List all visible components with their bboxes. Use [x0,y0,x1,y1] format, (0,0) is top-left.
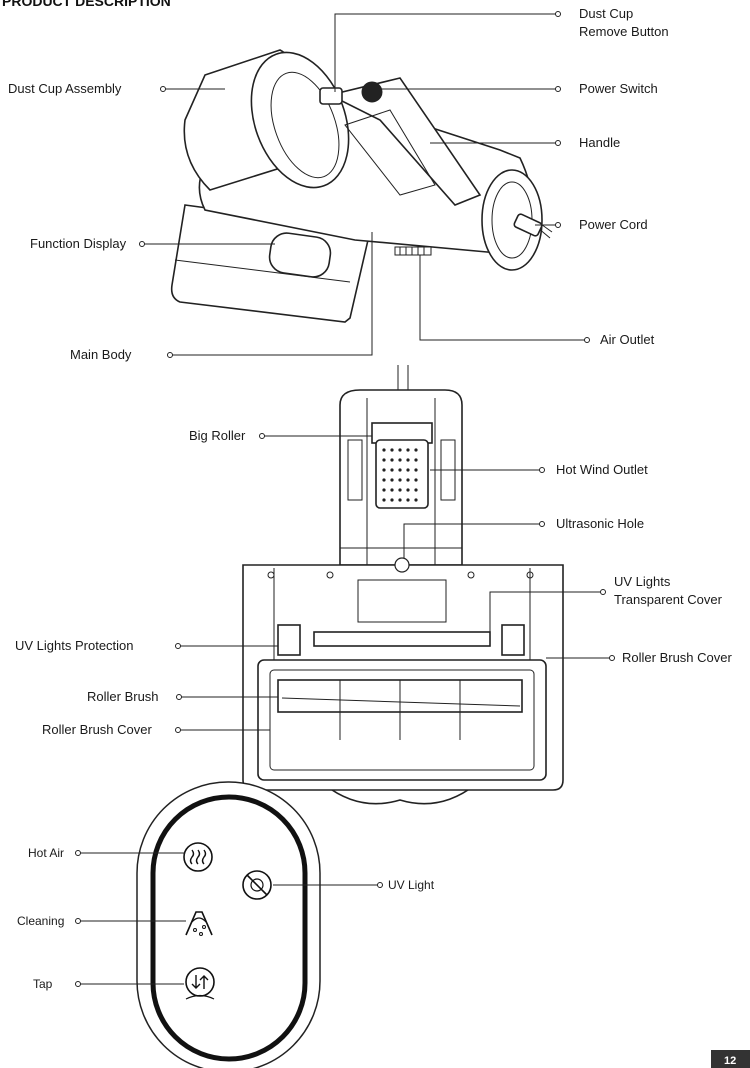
label-dust-cup-remove-button-2: Remove Button [579,24,669,39]
vacuum-bottom-view [242,365,564,805]
label-ultrasonic-hole: Ultrasonic Hole [556,516,644,531]
vacuum-side-view [170,49,553,323]
function-display-window [268,232,332,278]
ultrasonic-hole [394,557,410,573]
label-uv-light: UV Light [388,878,435,892]
bottom-view-callouts: Big Roller Hot Wind Outlet Ultrasonic Ho… [15,428,732,737]
label-handle: Handle [579,135,620,150]
control-panel [136,781,321,1068]
label-function-display: Function Display [30,236,127,251]
uv-light-icon [242,870,272,900]
center-window [357,579,447,623]
uv-lights-protection-right [501,624,525,656]
power-cord-plug [513,213,543,237]
label-uv-lights-transparent-cover-1: UV Lights [614,574,671,589]
roller-brush-segments [281,680,521,740]
label-air-outlet: Air Outlet [600,332,655,347]
air-outlet-vents [394,246,432,256]
label-uv-lights-transparent-cover-2: Transparent Cover [614,592,723,607]
cord-stub [397,365,409,390]
roller-brush-cover [257,659,547,781]
label-tap: Tap [33,977,53,991]
dust-cup-remove-button [319,87,343,105]
label-dust-cup-assembly: Dust Cup Assembly [8,81,122,96]
hot-wind-outlet-holes [382,448,418,502]
label-roller-brush: Roller Brush [87,689,159,704]
inner-channel [366,398,436,565]
label-big-roller: Big Roller [189,428,246,443]
neck-base [339,547,463,565]
label-uv-lights-protection: UV Lights Protection [15,638,134,653]
side-view-callouts: Dust Cup Remove Button Dust Cup Assembly… [8,6,669,362]
dust-cup-ring [250,51,350,189]
power-switch [361,81,383,103]
label-roller-brush-cover-right: Roller Brush Cover [622,650,732,665]
label-hot-air: Hot Air [28,846,64,860]
control-panel-callouts: Hot Air UV Light Cleaning Tap [17,846,435,991]
label-main-body: Main Body [70,347,132,362]
uv-lights-transparent-cover [313,631,491,647]
page-number-tab: 12 [711,1050,750,1068]
cleaning-icon [185,911,213,936]
plate-side-lines [273,568,531,660]
page-number-box [711,1050,750,1068]
label-roller-brush-cover-left: Roller Brush Cover [42,722,152,737]
label-power-cord: Power Cord [579,217,648,232]
label-cleaning: Cleaning [17,914,64,928]
control-panel-outer [136,781,321,1068]
label-hot-wind-outlet: Hot Wind Outlet [556,462,648,477]
function-display-housing [170,204,369,323]
handle-opening [344,109,436,196]
page-number: 12 [724,1055,736,1067]
uv-lights-protection-left [277,624,301,656]
label-power-switch: Power Switch [579,81,658,96]
dust-cup-inner-ring [270,71,340,179]
tap-icon [185,967,215,1000]
display-housing-edge [174,259,351,283]
control-panel-inner [150,794,308,1062]
page-header: PRODUCT DESCRIPTION [2,0,171,9]
roller-brush-cover-inner [269,669,535,771]
hot-air-icon [183,842,213,872]
label-dust-cup-remove-button-1: Dust Cup [579,6,633,21]
